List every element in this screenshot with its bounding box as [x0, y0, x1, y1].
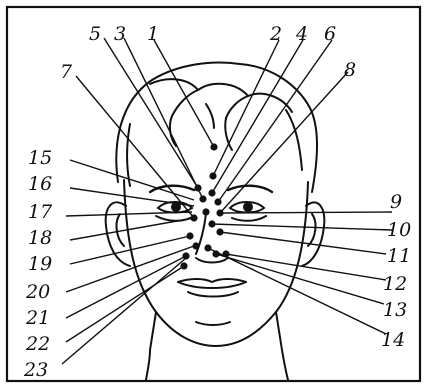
label-7: 7 [60, 61, 73, 83]
acupoint-dots [180, 143, 229, 269]
point-dot [202, 208, 209, 215]
label-6: 6 [324, 23, 336, 45]
label-17: 17 [28, 201, 53, 223]
label-5: 5 [89, 23, 101, 45]
leader-lines [62, 38, 392, 364]
nose-mouth [178, 214, 246, 325]
label-9: 9 [390, 191, 402, 213]
label-22: 22 [25, 333, 50, 355]
label-20: 20 [25, 281, 50, 303]
label-15: 15 [28, 147, 52, 169]
label-13: 13 [383, 299, 407, 321]
label-23: 23 [23, 359, 48, 381]
label-18: 18 [28, 227, 52, 249]
label-8: 8 [344, 59, 356, 81]
label-10: 10 [387, 219, 411, 241]
label-4: 4 [295, 23, 308, 45]
label-3: 3 [114, 23, 126, 45]
eyes [156, 202, 266, 221]
hair [116, 63, 317, 192]
label-1: 1 [147, 23, 159, 45]
label-21: 21 [25, 307, 50, 329]
label-19: 19 [28, 253, 52, 275]
label-12: 12 [383, 273, 407, 295]
label-2: 2 [269, 23, 282, 45]
label-14: 14 [381, 329, 405, 351]
label-11: 11 [387, 245, 411, 267]
label-16: 16 [28, 173, 52, 195]
